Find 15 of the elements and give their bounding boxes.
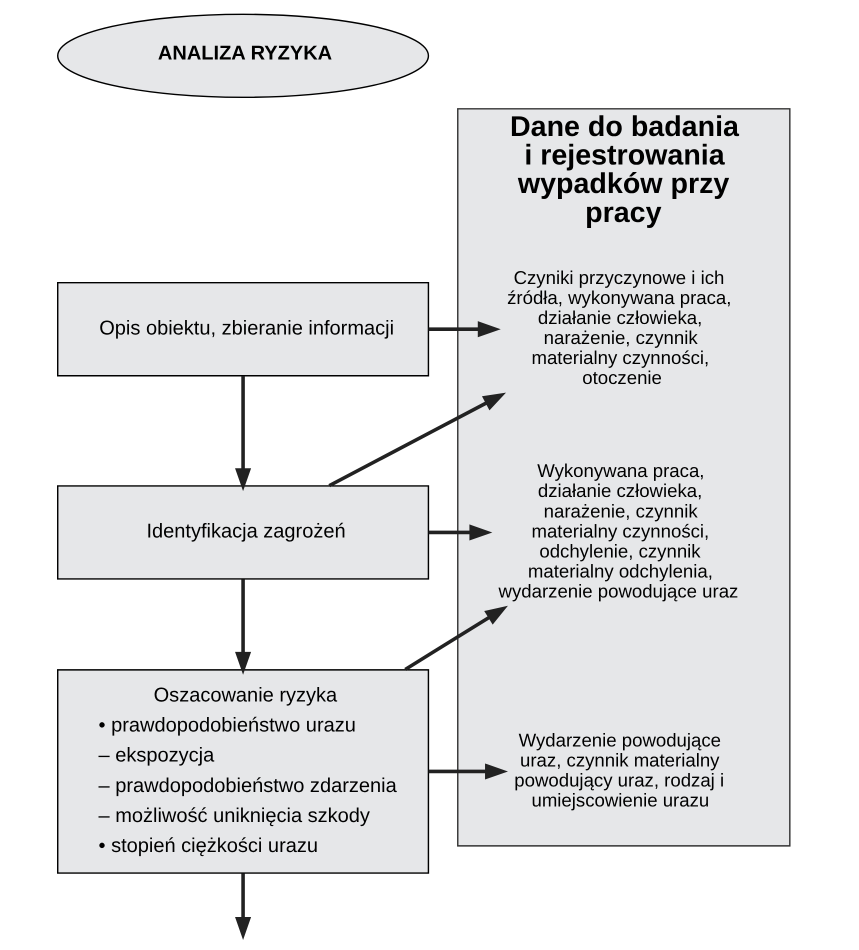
arrow (428, 524, 492, 540)
arrow (235, 874, 252, 940)
node-box: Oszacowanie ryzyka • prawdopodobieństwo urazu – ekspozycja – prawdopodobieństwo zdarzenia – możliwość uniknięcia szkody • stopień ciężkości urazu (57, 669, 430, 874)
node-text: Wykonywana praca, działanie człowieka, narażenie, czynnik materialny czynności, odchylenie, czynnik materialny odchylenia, wydarzenie powodujące uraz (498, 460, 738, 602)
node-box: Identyfikacja zagrożeń (57, 485, 430, 580)
node-text: Czyniki przyczynowe i ich źródła, wykonywana praca, działanie człowieka, narażenie, czynnik materialny czynności, otoczenie (507, 266, 732, 388)
arrow (428, 321, 501, 338)
arrow (235, 376, 252, 492)
node-ellipse: ANALIZA RYZYKA (57, 14, 430, 98)
node-text: Wydarzenie powodujące uraz, czynnik materialny powodujący uraz, rodzaj i umiejscowienie urazu (514, 729, 724, 810)
arrow (404, 606, 508, 671)
arrow (428, 763, 508, 780)
arrow (328, 392, 506, 488)
node-box: Opis obiektu, zbieranie informacji (57, 282, 430, 376)
arrow (235, 579, 252, 675)
